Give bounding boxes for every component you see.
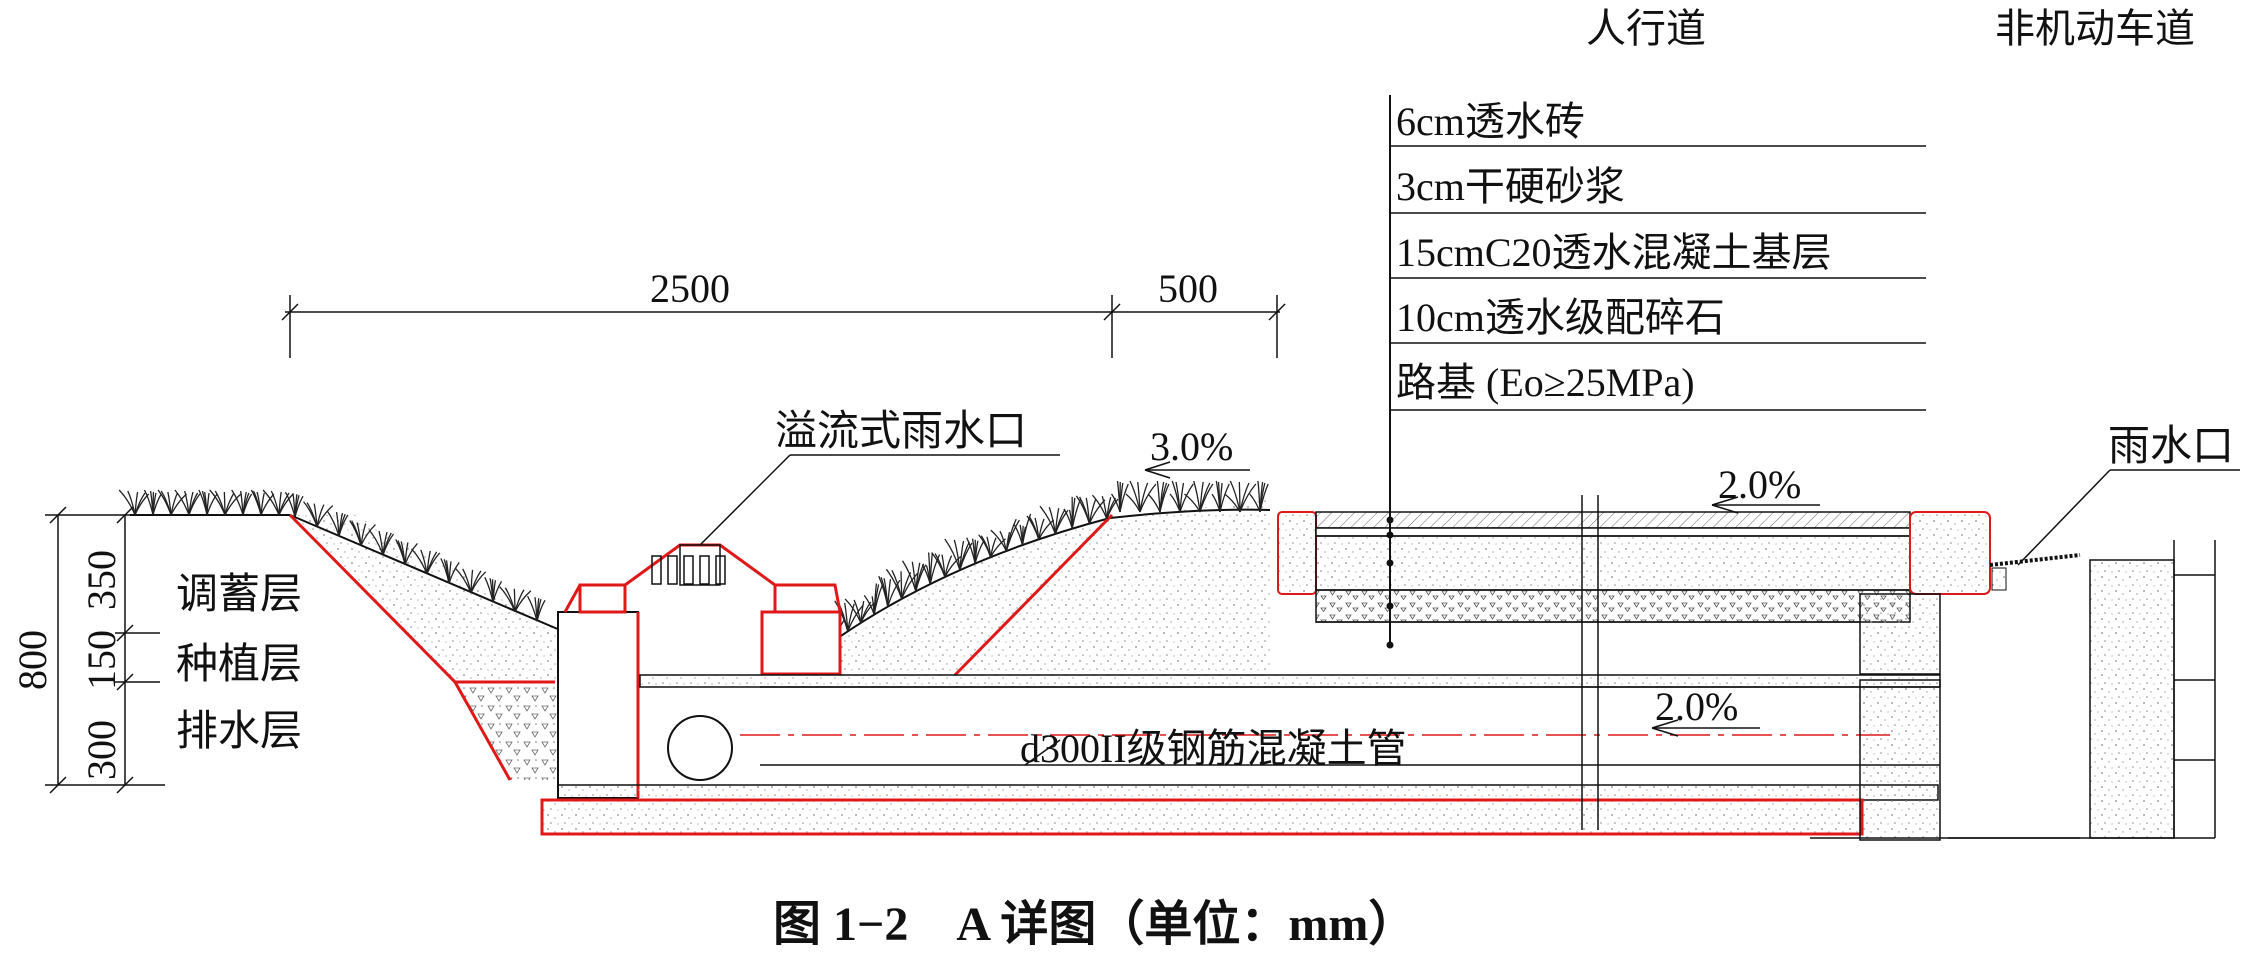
drain-layer-label: 排水层 [176, 709, 302, 755]
dimension-150: 150 [79, 630, 124, 690]
overflow-inlet-label: 溢流式雨水口 [775, 409, 1027, 455]
dimension-2500: 2500 [650, 266, 730, 311]
slope-label: 3.0% [1150, 424, 1233, 469]
dimension-350: 350 [79, 550, 124, 610]
layer-label: 路基 (Eo≥25MPa) [1396, 360, 1695, 405]
layer-leader-lines [1390, 145, 1926, 411]
top-dimensions [281, 295, 1286, 358]
figure-caption: 图 1−2 A 详图（单位：mm） [773, 898, 1416, 951]
pipe-label: d300II级钢筋混凝土管 [1020, 726, 1407, 771]
slope-label: 2.0% [1718, 462, 1801, 507]
sidewalk-label: 人行道 [1586, 6, 1706, 51]
layer-label: 3cm干硬砂浆 [1396, 164, 1625, 209]
slope-label: 2.0% [1655, 684, 1738, 729]
dimension-500: 500 [1158, 266, 1218, 311]
storm-inlet-label: 雨水口 [2108, 424, 2234, 470]
layer-label: 6cm透水砖 [1396, 99, 1585, 144]
layer-label: 10cm透水级配碎石 [1396, 295, 1725, 340]
pavement-section [1277, 95, 2216, 841]
excavation-lines [288, 513, 1114, 781]
dimension-800: 800 [10, 630, 55, 690]
layer-label: 15cmC20透水混凝土基层 [1396, 230, 1832, 275]
planting-layer-label: 种植层 [176, 642, 302, 688]
swale-soil [290, 500, 1270, 780]
pipe-trench [540, 674, 1941, 836]
storage-layer-label: 调蓄层 [176, 572, 302, 618]
bike-lane-label: 非机动车道 [1995, 6, 2195, 51]
dimension-300: 300 [79, 720, 124, 780]
left-dimensions [45, 506, 165, 794]
